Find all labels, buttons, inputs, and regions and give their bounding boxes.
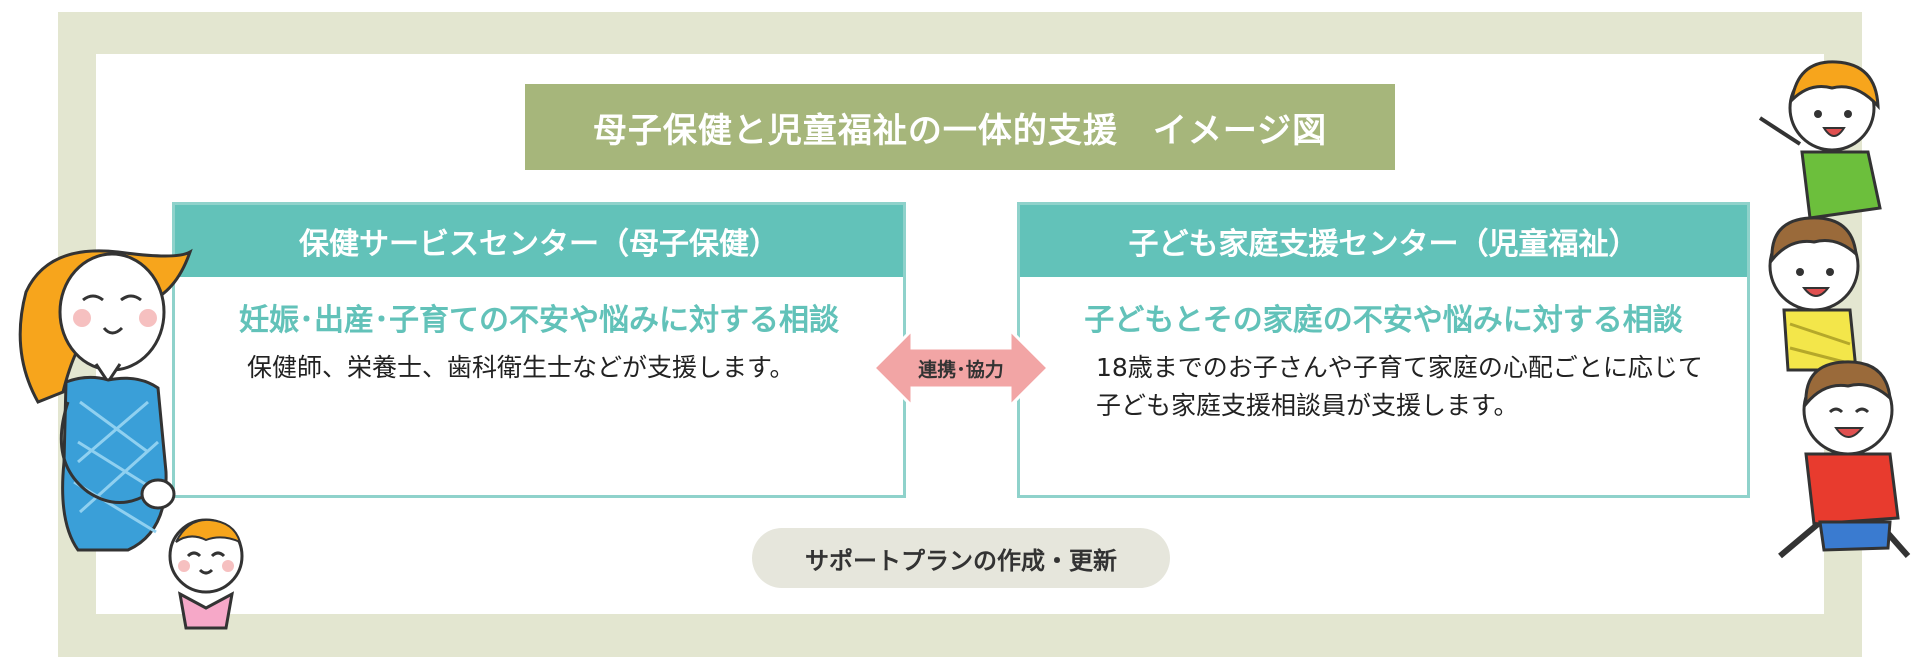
child-family-support-center-box: 子ども家庭支援センター（児童福祉） 子どもとその家庭の不安や悩みに対する相談 1… [1017,202,1750,498]
pregnant-mother-illustration [18,248,193,552]
support-plan-badge: サポートプランの作成・更新 [752,528,1170,588]
double-arrow-icon [872,326,1050,410]
health-service-center-body: 保健師、栄養士、歯科衛生士などが支援します。 [247,353,795,382]
health-service-center-subtitle: 妊娠･出産･子育ての不安や悩みに対する相談 [239,303,839,338]
health-service-center-header: 保健サービスセンター（母子保健） [175,205,903,277]
kids-stack-illustration [1758,60,1911,559]
health-service-center-box: 保健サービスセンター（母子保健） 妊娠･出産･子育ての不安や悩みに対する相談 保… [172,202,906,498]
child-family-support-center-subtitle: 子どもとその家庭の不安や悩みに対する相談 [1084,303,1683,338]
child-family-support-center-header: 子ども家庭支援センター（児童福祉） [1020,205,1747,277]
baby-illustration [168,518,244,630]
child-family-support-center-body: 18歳までのお子さんや子育て家庭の心配ごとに応じて子ども家庭支援相談員が支援しま… [1096,353,1703,420]
collaboration-label: 連携･協力 [918,358,1004,381]
diagram-title: 母子保健と児童福祉の一体的支援 イメージ図 [525,84,1395,170]
